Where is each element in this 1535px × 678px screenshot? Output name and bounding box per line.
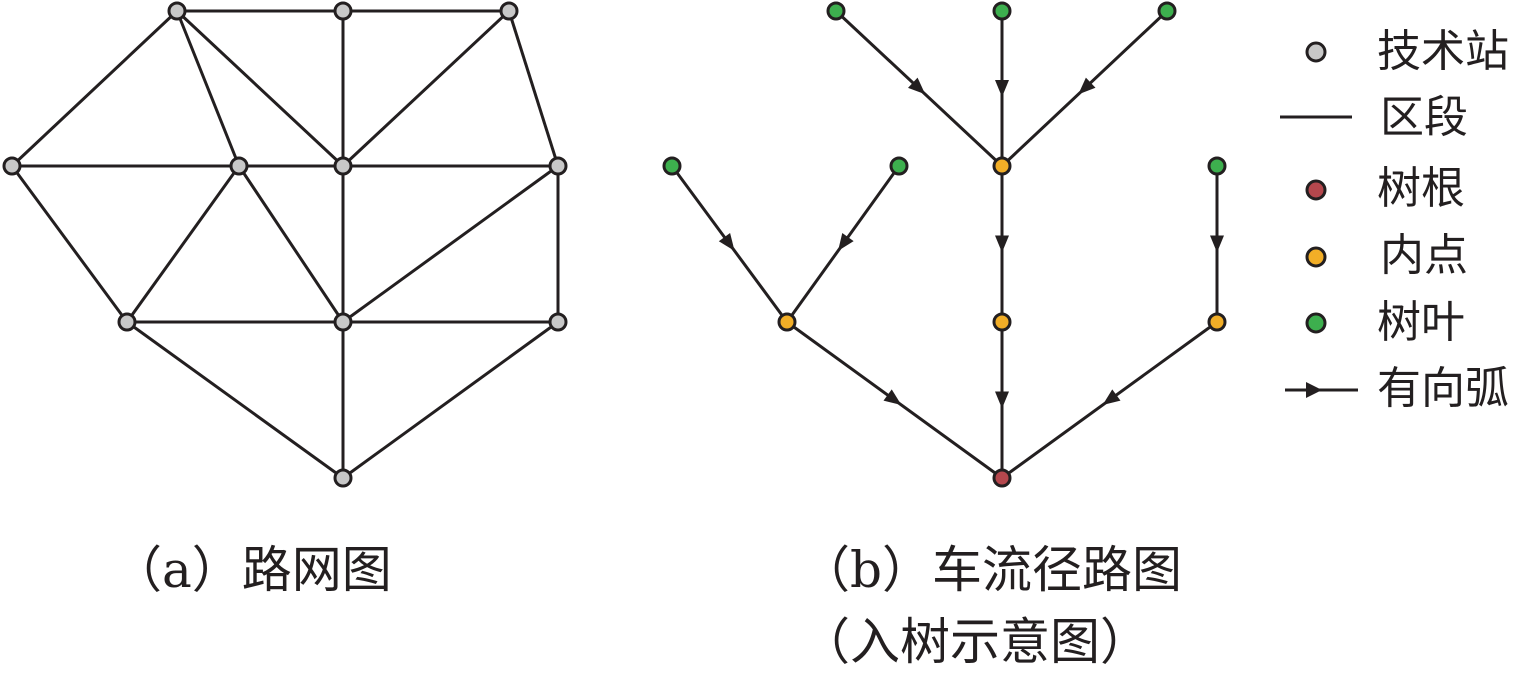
caption-flow-path-line1: （b）车流径路图 xyxy=(800,541,1183,599)
arrowhead-icon xyxy=(1102,389,1121,405)
arrowhead-icon xyxy=(995,80,1009,97)
caption-road-network: （a）路网图 xyxy=(112,541,392,599)
leaf-node xyxy=(889,156,909,176)
legend-inner-icon xyxy=(1305,246,1327,268)
inner-node xyxy=(992,312,1012,332)
legend-root-icon xyxy=(1305,179,1327,201)
station-node xyxy=(333,468,353,488)
station-node xyxy=(333,312,353,332)
road-network-sections xyxy=(10,9,560,480)
legend-label-root: 树根 xyxy=(1377,163,1465,214)
leaf-node xyxy=(1157,1,1177,21)
leaf-node xyxy=(662,156,682,176)
legend-symbols xyxy=(1280,41,1358,398)
section-line xyxy=(342,164,559,324)
arrowhead-icon xyxy=(718,233,735,251)
arrowhead-icon xyxy=(995,235,1009,253)
road-network-stations xyxy=(2,1,568,488)
arrowhead-icon xyxy=(908,77,926,95)
leaf-node xyxy=(992,1,1012,21)
leaf-node xyxy=(826,1,846,21)
legend-leaf-icon xyxy=(1305,312,1327,334)
arrowhead-icon xyxy=(1210,235,1224,253)
inner-node xyxy=(992,156,1012,176)
legend-label-inner: 内点 xyxy=(1380,230,1468,281)
station-node xyxy=(2,156,22,176)
section-line xyxy=(341,9,511,168)
legend-label-section: 区段 xyxy=(1380,92,1468,143)
section-line xyxy=(126,320,344,480)
section-line xyxy=(125,165,241,323)
arrowhead-icon xyxy=(838,233,854,251)
legend-label-station: 技术站 xyxy=(1377,26,1509,77)
caption-flow-path-line2: （入树示意图） xyxy=(800,613,1150,671)
root-node xyxy=(992,468,1012,488)
station-node xyxy=(333,1,353,21)
inner-node xyxy=(1207,312,1227,332)
section-line xyxy=(507,10,560,167)
section-line xyxy=(10,9,179,168)
station-node xyxy=(548,156,568,176)
inner-node xyxy=(777,312,797,332)
section-line xyxy=(342,320,559,480)
station-node xyxy=(499,1,519,21)
arrowhead-icon xyxy=(1078,77,1096,95)
leaf-node xyxy=(1207,156,1227,176)
legend-label-directed-arc: 有向弧 xyxy=(1377,363,1509,414)
arrowhead-icon xyxy=(883,389,902,405)
station-node xyxy=(117,312,137,332)
station-node xyxy=(167,1,187,21)
legend-station-icon xyxy=(1305,41,1327,63)
station-node xyxy=(548,312,568,332)
legend-label-leaf: 树叶 xyxy=(1377,297,1465,348)
station-node xyxy=(229,156,249,176)
section-line xyxy=(175,9,345,168)
legend-arrow-icon xyxy=(1285,382,1358,398)
section-line xyxy=(237,165,345,323)
station-node xyxy=(333,156,353,176)
arrowhead-icon xyxy=(995,391,1009,409)
flow-path-nodes xyxy=(662,1,1227,488)
section-line xyxy=(10,165,129,323)
flow-path-arcs xyxy=(670,9,1224,480)
section-line xyxy=(175,10,241,167)
